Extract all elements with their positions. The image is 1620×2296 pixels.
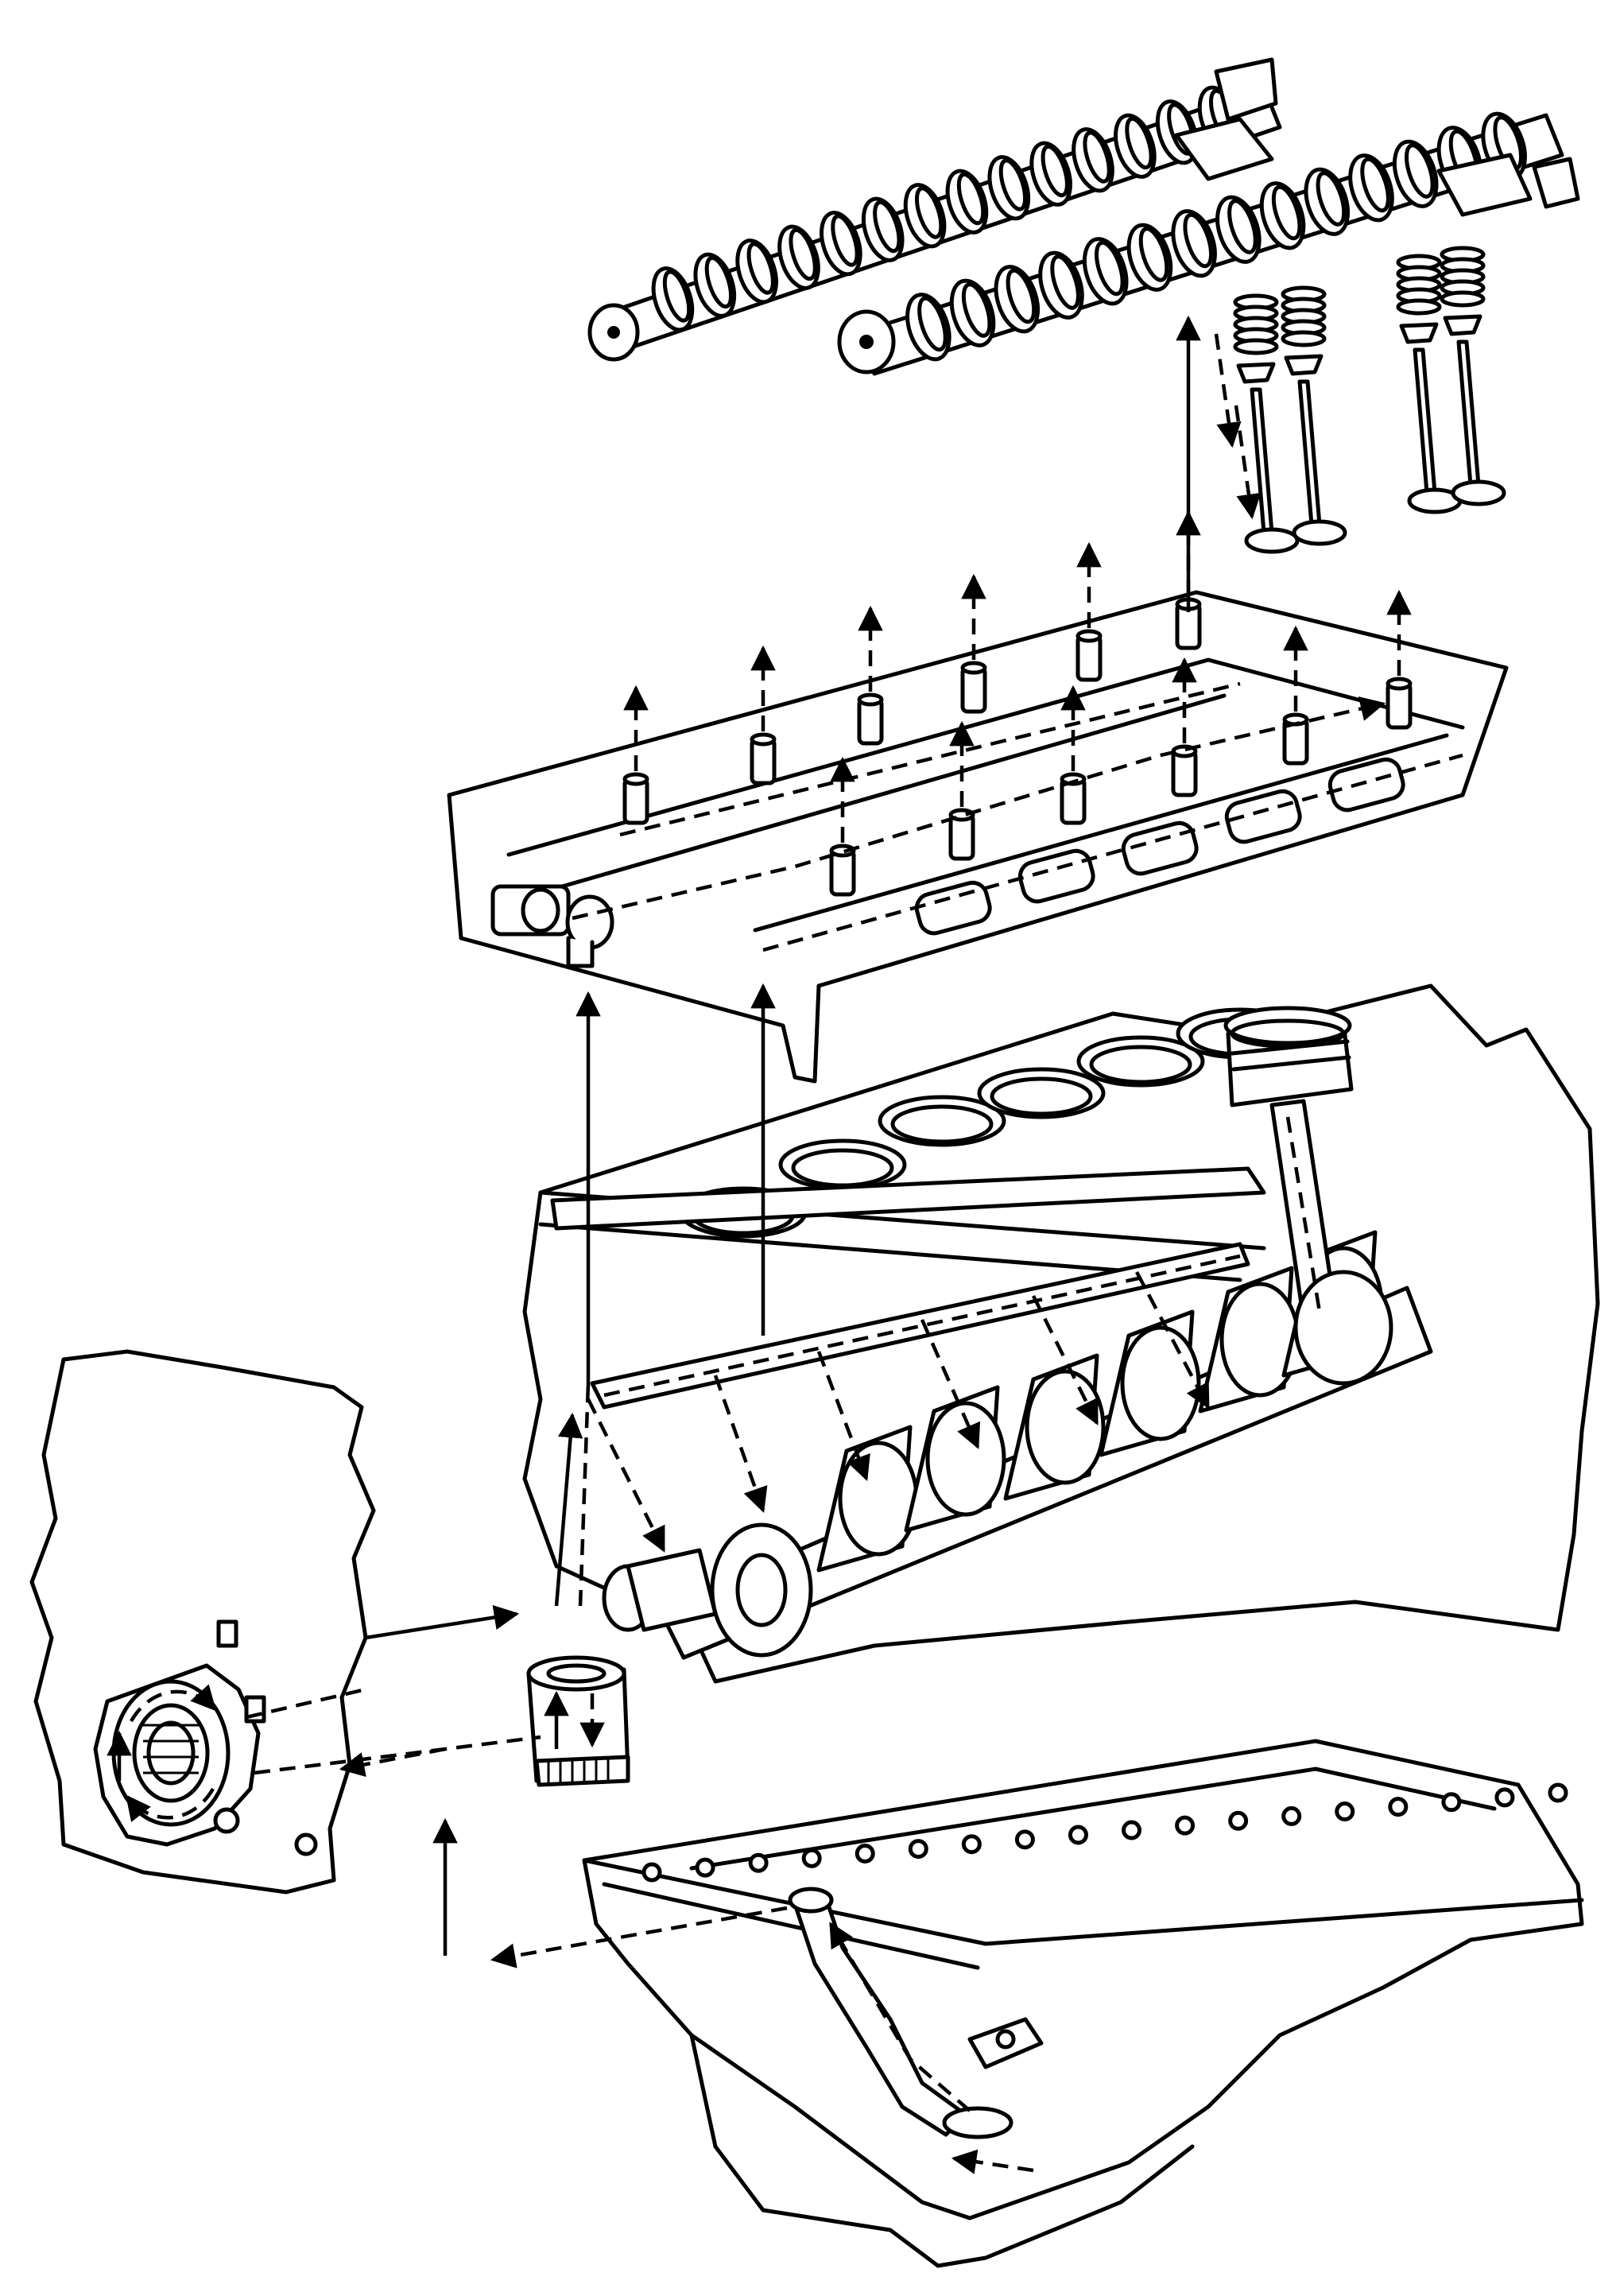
oil-pump <box>29 1349 376 1895</box>
valve-springs-and-valves <box>1233 246 1506 554</box>
pan-bolt <box>855 1843 875 1864</box>
pan-bolt <box>961 1834 982 1855</box>
pan-bolt <box>695 1857 715 1878</box>
valve-assembly <box>1396 254 1463 514</box>
cylinder-head <box>447 590 1509 1084</box>
cylinder-block <box>522 983 1600 1684</box>
pan-bolt <box>1175 1815 1196 1836</box>
pan-bolt <box>1068 1825 1088 1845</box>
intake-camshaft <box>587 57 1282 362</box>
pan-bolt <box>1494 1787 1515 1808</box>
oil-filter <box>526 1655 630 1787</box>
pan-bolt <box>1335 1802 1355 1822</box>
pan-bolt <box>908 1839 928 1860</box>
pan-bolt <box>1281 1805 1302 1826</box>
valve-assembly <box>1233 293 1300 554</box>
head-plug <box>490 884 614 968</box>
flow-arrows <box>246 315 1412 1968</box>
oil-pan <box>582 1739 1584 2268</box>
head-port <box>914 880 992 936</box>
pan-bolt <box>1441 1792 1462 1813</box>
pan-bolt <box>1228 1810 1249 1831</box>
head-port <box>1327 757 1405 813</box>
pan-bolt <box>1548 1782 1568 1803</box>
exhaust-camshaft <box>837 111 1580 376</box>
pan-bolt <box>1014 1829 1035 1850</box>
valve-assembly <box>1281 285 1347 546</box>
pan-bolt <box>748 1852 769 1873</box>
piston-and-connecting-rod <box>1223 1006 1393 1386</box>
head-port <box>1121 820 1199 876</box>
pan-bolt <box>1122 1820 1142 1840</box>
head-port <box>1017 848 1095 904</box>
pan-bolt <box>641 1862 662 1883</box>
pan-bolt <box>1388 1797 1409 1817</box>
cylinder-bore <box>977 1067 1106 1119</box>
pan-bolt <box>801 1848 822 1868</box>
cylinder-bore <box>778 1138 907 1191</box>
oil-pickup-tube <box>788 1887 1044 2174</box>
valve-assembly <box>1440 246 1506 506</box>
